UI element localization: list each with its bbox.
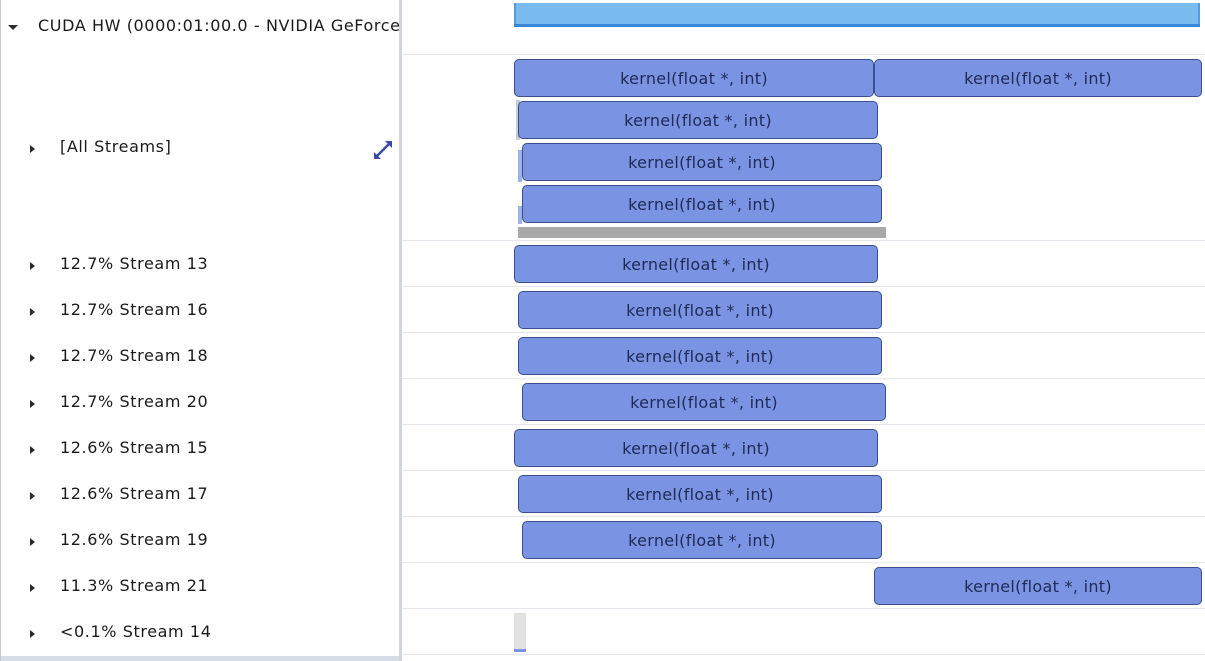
tree-row-stream[interactable]: 12.7% Stream 13 xyxy=(1,250,400,280)
triangle-right-icon[interactable] xyxy=(30,446,35,454)
stream-label: 12.6% Stream 19 xyxy=(60,530,209,549)
triangle-right-icon[interactable] xyxy=(30,400,35,408)
stream-label: 12.6% Stream 17 xyxy=(60,484,209,503)
tree-row-stream[interactable]: 11.3% Stream 21 xyxy=(1,572,400,602)
all-streams-label: [All Streams] xyxy=(60,137,172,156)
triangle-right-icon[interactable] xyxy=(30,538,35,546)
stream-label: 12.6% Stream 15 xyxy=(60,438,209,457)
stream-14-marker-edge xyxy=(514,649,526,652)
stream-label: 11.3% Stream 21 xyxy=(60,576,209,595)
timeline-view[interactable]: kernel(float *, int) kernel(float *, int… xyxy=(402,0,1205,661)
kernel-block[interactable]: kernel(float *, int) xyxy=(874,59,1202,97)
expand-arrows-icon[interactable] xyxy=(371,138,395,162)
stream-label: 12.7% Stream 20 xyxy=(60,392,209,411)
row-separator xyxy=(402,286,1205,287)
kernel-block[interactable]: kernel(float *, int) xyxy=(518,475,882,513)
stream-label: <0.1% Stream 14 xyxy=(60,622,212,641)
tree-row-stream[interactable]: 12.6% Stream 15 xyxy=(1,434,400,464)
triangle-right-icon[interactable] xyxy=(30,584,35,592)
triangle-right-icon[interactable] xyxy=(30,262,35,270)
triangle-right-icon[interactable] xyxy=(30,354,35,362)
triangle-right-icon[interactable] xyxy=(30,308,35,316)
stream-14-marker[interactable] xyxy=(514,613,526,649)
stream-label: 12.7% Stream 18 xyxy=(60,346,209,365)
row-separator xyxy=(402,54,1205,55)
tree-row-stream[interactable]: 12.7% Stream 18 xyxy=(1,342,400,372)
cuda-hw-label: CUDA HW (0000:01:00.0 - NVIDIA GeForce xyxy=(38,16,400,35)
panel-splitter[interactable] xyxy=(399,0,402,661)
row-separator xyxy=(402,654,1205,655)
tree-row-stream[interactable]: 12.6% Stream 19 xyxy=(1,526,400,556)
row-separator xyxy=(402,240,1205,241)
panel-bottom-edge xyxy=(1,656,400,661)
row-separator xyxy=(402,378,1205,379)
row-separator xyxy=(402,516,1205,517)
row-separator xyxy=(402,608,1205,609)
kernel-block[interactable]: kernel(float *, int) xyxy=(514,429,878,467)
tree-row-all-streams[interactable]: [All Streams] xyxy=(1,132,400,164)
stream-label: 12.7% Stream 16 xyxy=(60,300,209,319)
kernel-block[interactable]: kernel(float *, int) xyxy=(522,185,882,223)
row-separator xyxy=(402,332,1205,333)
triangle-down-icon[interactable] xyxy=(8,25,18,30)
row-separator xyxy=(402,470,1205,471)
stack-marker xyxy=(518,150,522,182)
kernel-block[interactable]: kernel(float *, int) xyxy=(874,567,1202,605)
tree-row-cuda-hw[interactable]: CUDA HW (0000:01:00.0 - NVIDIA GeForce xyxy=(1,8,400,44)
stream-label: 12.7% Stream 13 xyxy=(60,254,209,273)
gpu-utilization-bar[interactable] xyxy=(514,3,1200,27)
kernel-block[interactable]: kernel(float *, int) xyxy=(518,101,878,139)
row-separator xyxy=(402,562,1205,563)
tree-panel: CUDA HW (0000:01:00.0 - NVIDIA GeForce [… xyxy=(0,0,400,661)
tree-row-stream[interactable]: 12.6% Stream 17 xyxy=(1,480,400,510)
kernel-block[interactable]: kernel(float *, int) xyxy=(518,291,882,329)
triangle-right-icon[interactable] xyxy=(30,630,35,638)
kernel-block[interactable]: kernel(float *, int) xyxy=(522,521,882,559)
kernel-block[interactable]: kernel(float *, int) xyxy=(514,245,878,283)
tree-row-stream[interactable]: 12.7% Stream 16 xyxy=(1,296,400,326)
kernel-block[interactable]: kernel(float *, int) xyxy=(518,337,882,375)
triangle-right-icon[interactable] xyxy=(30,145,35,153)
kernel-block[interactable]: kernel(float *, int) xyxy=(514,59,874,97)
kernel-block[interactable]: kernel(float *, int) xyxy=(522,143,882,181)
gpu-utilization-bar-edge xyxy=(514,24,1200,27)
all-streams-summary-bar xyxy=(518,227,886,238)
tree-row-stream[interactable]: <0.1% Stream 14 xyxy=(1,618,400,648)
triangle-right-icon[interactable] xyxy=(30,492,35,500)
row-separator xyxy=(402,424,1205,425)
kernel-block[interactable]: kernel(float *, int) xyxy=(522,383,886,421)
tree-row-stream[interactable]: 12.7% Stream 20 xyxy=(1,388,400,418)
stack-marker xyxy=(518,206,522,224)
